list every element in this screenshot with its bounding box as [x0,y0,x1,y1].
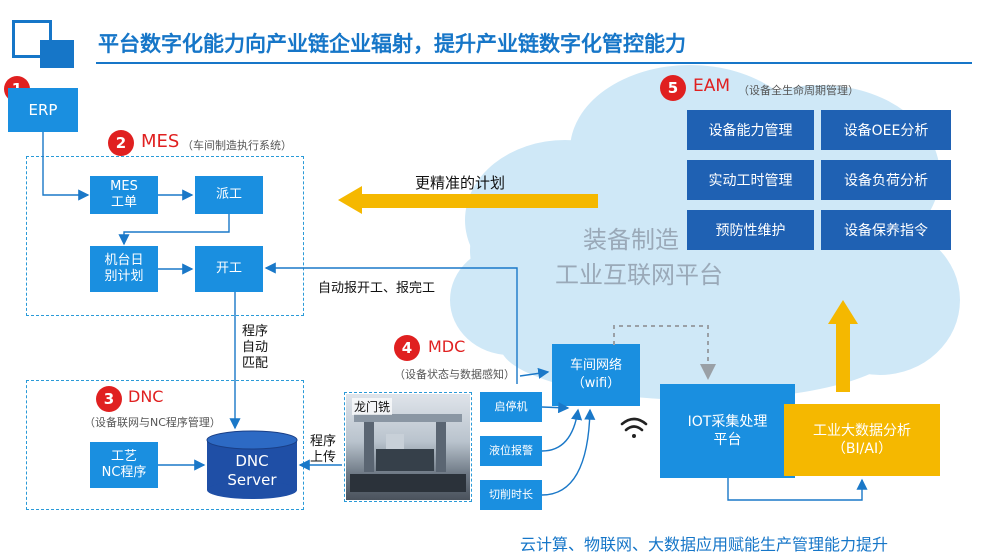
footer-caption: 云计算、物联网、大数据应用赋能生产管理能力提升 [520,535,889,554]
mes-subtitle: （车间制造执行系统） [182,139,292,152]
mdc-item-start-stop[interactable]: 启停机 [480,392,542,422]
mdc-subtitle: （设备状态与数据感知） [394,368,515,381]
auto-report-label: 自动报开工、报完工 [318,281,436,296]
eam-item-maintenance[interactable]: 设备保养指令 [821,210,951,250]
mes-dispatch-box[interactable]: 派工 [195,176,263,214]
mes-work-order-box[interactable]: MES 工单 [90,176,158,214]
dnc-server[interactable]: DNC Server [206,430,298,500]
eam-subtitle: （设备全生命周期管理） [738,84,859,97]
cloud-title-line1: 装备制造 [583,226,679,254]
logo-frame [12,20,52,58]
mes-badge: 2 [108,130,134,156]
mdc-label: MDC [428,337,466,356]
erp-box[interactable]: ERP [8,88,78,132]
cloud-title-line2: 工业互联网平台 [555,261,723,289]
logo-square [40,40,74,68]
mdc-machine-frame [344,392,472,502]
mdc-badge: 4 [394,335,420,361]
factory-illustration [350,414,466,492]
mes-region [26,156,304,316]
dnc-region [26,380,304,510]
bigdata-box[interactable]: 工业大数据分析 （BI/AI） [784,404,940,476]
database-icon [206,430,298,499]
mes-plan-box[interactable]: 机台日 别计划 [90,246,158,292]
eam-item-preventive[interactable]: 预防性维护 [687,210,814,250]
workshop-network-box[interactable]: 车间网络 （wifi） [552,344,640,406]
iot-platform-box[interactable]: IOT采集处理 平台 [660,384,795,478]
dnc-nc-program-box[interactable]: 工艺 NC程序 [90,442,158,488]
mes-start-box[interactable]: 开工 [195,246,263,292]
mdc-item-level-alarm[interactable]: 液位报警 [480,436,542,466]
eam-item-oee[interactable]: 设备OEE分析 [821,110,951,150]
eam-badge: 5 [660,75,686,101]
title-rule [96,62,972,64]
dnc-subtitle: （设备联网与NC程序管理） [84,416,221,429]
eam-item-load[interactable]: 设备负荷分析 [821,160,951,200]
dnc-server-label: DNC Server [227,452,277,489]
eam-label: EAM [693,76,731,96]
program-match-label: 程序 自动 匹配 [241,324,268,371]
mes-label: MES [141,131,180,152]
program-upload-label: 程序 上传 [309,434,336,465]
eam-item-capability[interactable]: 设备能力管理 [687,110,814,150]
dnc-badge: 3 [96,386,122,412]
eam-item-work-hours[interactable]: 实动工时管理 [687,160,814,200]
mdc-item-cutting-time[interactable]: 切削时长 [480,480,542,510]
machine-label: 龙门铣 [352,398,393,415]
dnc-label: DNC [128,387,164,406]
better-plan-label: 更精准的计划 [415,174,506,192]
page-title: 平台数字化能力向产业链企业辐射，提升产业链数字化管控能力 [98,32,686,56]
